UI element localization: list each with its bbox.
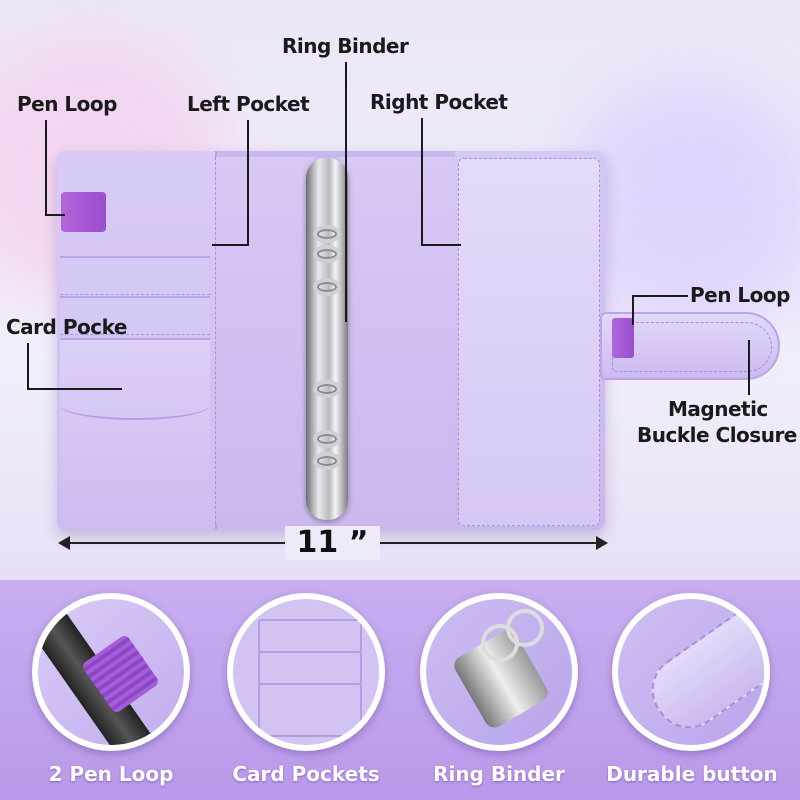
arrow-right-icon [596, 536, 608, 550]
detail-label-durable-button: Durable button [606, 762, 778, 786]
leader-line [45, 120, 47, 215]
leader-line [345, 62, 347, 322]
binder-ring [313, 245, 341, 263]
leader-line [212, 244, 249, 246]
leader-line [421, 118, 423, 245]
arrow-left-icon [58, 536, 70, 550]
detail-pen-loop-photo [32, 593, 190, 751]
detail-label-ring-binder: Ring Binder [433, 762, 565, 786]
leader-line [27, 388, 122, 390]
leader-line [632, 295, 634, 325]
binder-ring [313, 278, 341, 296]
label-card-pocket: Card Pocke [6, 315, 127, 339]
detail-label-card-pockets: Card Pockets [232, 762, 380, 786]
card-slot [60, 296, 210, 335]
leader-line [632, 295, 688, 297]
label-ring-binder: Ring Binder [282, 34, 409, 58]
detail-card-pockets-photo [227, 593, 385, 751]
right-pocket [458, 158, 600, 526]
label-pen-loop-left: Pen Loop [17, 92, 117, 116]
label-pen-loop-right: Pen Loop [690, 283, 790, 307]
label-magnetic: Magnetic [668, 397, 768, 421]
measurement-label: 11 ” [285, 526, 380, 560]
leader-line [421, 244, 461, 246]
binder-ring [313, 430, 341, 448]
pocket-curve [60, 390, 210, 420]
pen-loop-left [61, 192, 106, 232]
pen-loop-right [612, 318, 634, 358]
leader-line [247, 120, 249, 245]
label-buckle-closure: Buckle Closure [637, 423, 797, 447]
label-right-pocket: Right Pocket [370, 90, 508, 114]
binder-ring [313, 225, 341, 243]
leader-line [45, 214, 65, 216]
detail-button-photo [612, 593, 770, 751]
leader-line [748, 340, 750, 395]
detail-label-pen-loop: 2 Pen Loop [48, 762, 174, 786]
binder-ring [313, 452, 341, 470]
leader-line [27, 343, 29, 389]
binder-ring [313, 380, 341, 398]
label-left-pocket: Left Pocket [187, 92, 310, 116]
card-pocket-large [60, 338, 210, 520]
detail-ring-binder-photo [420, 593, 578, 751]
card-slot [60, 256, 210, 295]
